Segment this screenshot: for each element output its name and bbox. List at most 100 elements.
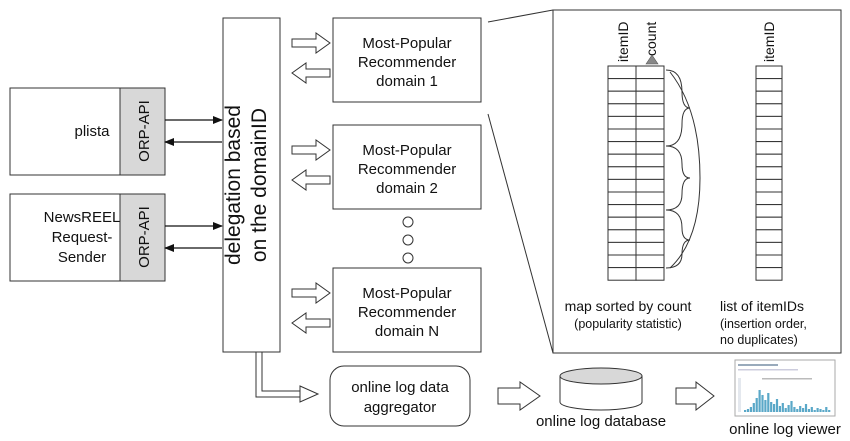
viewer-bar bbox=[761, 395, 764, 412]
table-cell bbox=[607, 166, 637, 180]
request-arrow-2 bbox=[291, 139, 331, 161]
table-cell bbox=[755, 216, 783, 231]
group-braces bbox=[665, 69, 701, 269]
database-cylinder-icon bbox=[559, 367, 643, 411]
table-cell bbox=[755, 254, 783, 269]
response-arrow-1 bbox=[291, 62, 331, 84]
table-cell bbox=[607, 128, 637, 143]
table-cell bbox=[635, 153, 665, 168]
recommender-1-line1: Most-Popular bbox=[362, 35, 451, 52]
list-caption-line2: (insertion order, bbox=[720, 317, 807, 331]
table-cell bbox=[755, 267, 783, 281]
viewer-bar bbox=[799, 406, 802, 412]
zoom-lines bbox=[487, 9, 554, 354]
plista-orp-api-block bbox=[119, 87, 166, 176]
table-cell bbox=[635, 90, 665, 105]
viewer-sparkline bbox=[744, 390, 831, 412]
viewer-bar bbox=[749, 407, 752, 412]
list-caption-line3: no duplicates) bbox=[720, 333, 798, 347]
map-caption-line1: map sorted by count bbox=[565, 298, 692, 314]
recommender-n-line2: Recommender bbox=[358, 304, 456, 321]
viewer-bar bbox=[764, 400, 767, 412]
viewer-bar bbox=[778, 406, 781, 412]
ellipsis-dots bbox=[402, 216, 414, 264]
table-cell bbox=[755, 241, 783, 256]
aggregator-line1: online log data bbox=[351, 379, 449, 396]
list-table bbox=[755, 65, 783, 281]
aggregator-to-database-arrow bbox=[497, 381, 541, 411]
recommender-2-line1: Most-Popular bbox=[362, 142, 451, 159]
delegation-to-aggregator-arrow bbox=[255, 352, 320, 403]
viewer-bar bbox=[770, 402, 773, 412]
table-cell bbox=[607, 216, 637, 231]
table-cell bbox=[755, 191, 783, 206]
recommender-2-line2: Recommender bbox=[358, 161, 456, 178]
table-cell bbox=[635, 128, 665, 143]
viewer-bar bbox=[755, 398, 758, 412]
table-cell bbox=[755, 65, 783, 80]
map-header-itemid: itemID bbox=[615, 22, 631, 62]
client-arrows bbox=[164, 116, 223, 252]
table-cell bbox=[635, 166, 665, 180]
recommender-domain-2: Most-Popular Recommender domain 2 bbox=[332, 124, 482, 210]
aggregator-box: online log data aggregator bbox=[329, 365, 471, 427]
viewer-bar bbox=[816, 408, 819, 412]
newsreel-label-line1: NewsREEL bbox=[44, 209, 121, 226]
viewer-label: online log viewer bbox=[729, 421, 841, 438]
table-cell bbox=[607, 103, 637, 117]
viewer-bar bbox=[744, 410, 747, 412]
list-header-itemid: itemID bbox=[761, 22, 777, 62]
recommender-1-line3: domain 1 bbox=[376, 73, 438, 90]
viewer-bar bbox=[787, 405, 790, 412]
table-cell bbox=[607, 178, 637, 193]
table-cell bbox=[635, 141, 665, 155]
viewer-bar bbox=[758, 390, 761, 412]
viewer-bar bbox=[775, 399, 779, 412]
recommender-1-line2: Recommender bbox=[358, 54, 456, 71]
table-cell bbox=[755, 141, 783, 155]
table-cell bbox=[635, 103, 665, 117]
table-cell bbox=[607, 78, 637, 92]
response-arrow-2 bbox=[291, 169, 331, 191]
table-cell bbox=[607, 241, 637, 256]
table-cell bbox=[755, 78, 783, 92]
table-cell bbox=[607, 204, 637, 218]
viewer-bar bbox=[822, 410, 825, 412]
delegation-recommender-arrows bbox=[291, 32, 331, 334]
table-cell bbox=[607, 115, 637, 130]
table-cell bbox=[755, 204, 783, 218]
recommender-n-line3: domain N bbox=[375, 323, 439, 340]
table-cell bbox=[755, 153, 783, 168]
table-cell bbox=[755, 128, 783, 143]
table-cell bbox=[635, 216, 665, 231]
viewer-bar bbox=[802, 408, 805, 412]
viewer-bar bbox=[796, 409, 799, 412]
recommender-domain-n: Most-Popular Recommender domain N bbox=[332, 267, 482, 353]
delegation-label-line1: delegation based bbox=[222, 105, 245, 265]
map-header-count: count bbox=[643, 22, 659, 56]
table-cell bbox=[607, 191, 637, 206]
viewer-bar bbox=[793, 407, 796, 412]
table-cell bbox=[635, 254, 665, 269]
request-arrow-3 bbox=[291, 282, 331, 304]
table-cell bbox=[635, 65, 665, 80]
table-cell bbox=[607, 90, 637, 105]
response-arrow-3 bbox=[291, 312, 331, 334]
table-cell bbox=[635, 204, 665, 218]
newsreel-orp-api-block bbox=[119, 193, 166, 282]
map-caption-line2: (popularity statistic) bbox=[574, 317, 682, 331]
table-cell bbox=[635, 115, 665, 130]
viewer-bar bbox=[773, 404, 776, 412]
aggregator-line2: aggregator bbox=[364, 399, 437, 416]
table-cell bbox=[755, 229, 783, 243]
delegation-label-line2: on the domainID bbox=[248, 108, 271, 262]
table-cell bbox=[635, 267, 665, 281]
recommender-domain-1: Most-Popular Recommender domain 1 bbox=[332, 17, 482, 103]
recommender-2-line3: domain 2 bbox=[376, 180, 438, 197]
plista-orp-api-label: ORP-API bbox=[136, 100, 153, 162]
viewer-bar bbox=[804, 404, 808, 412]
viewer-bar bbox=[781, 403, 784, 412]
viewer-bar bbox=[784, 408, 787, 412]
table-cell bbox=[607, 153, 637, 168]
